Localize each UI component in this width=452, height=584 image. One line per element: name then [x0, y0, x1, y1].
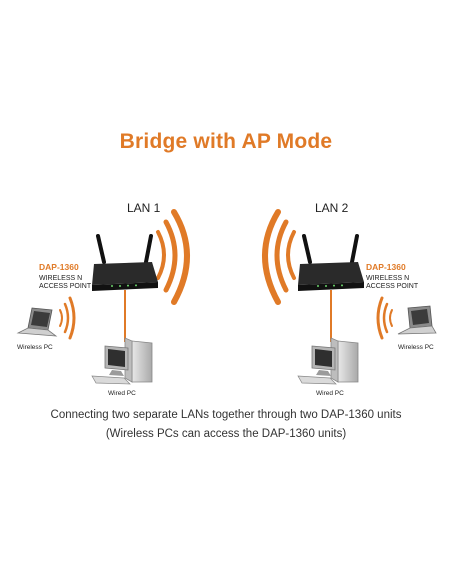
right-wireless-pc-label: Wireless PC	[398, 344, 434, 351]
left-wireless-pc-signal-icon	[59, 296, 76, 340]
left-device-desc-line1: WIRELESS N	[39, 275, 82, 282]
page-title: Bridge with AP Mode	[119, 130, 333, 153]
left-wireless-pc-label: Wireless PC	[17, 344, 53, 351]
left-wireless-pc-icon	[16, 307, 58, 337]
right-wireless-pc-icon	[397, 305, 437, 335]
left-device-model: DAP-1360	[39, 262, 79, 272]
right-device-model: DAP-1360	[366, 262, 406, 272]
left-device-desc-line2: ACCESS POINT	[39, 283, 92, 290]
caption-line-2: (Wireless PCs can access the DAP-1360 un…	[105, 428, 347, 440]
right-wireless-pc-signal-icon	[376, 296, 393, 340]
left-router-icon	[92, 234, 158, 291]
right-device-desc-line2: ACCESS POINT	[366, 283, 419, 290]
right-wired-pc-icon	[297, 337, 359, 385]
left-wired-pc-icon	[91, 337, 153, 385]
lan-left-label: LAN 1	[127, 201, 161, 215]
right-device-desc-line1: WIRELESS N	[366, 275, 409, 282]
lan-right-label: LAN 2	[315, 201, 349, 215]
left-wired-pc-label: Wired PC	[108, 390, 136, 397]
right-wired-pc-label: Wired PC	[316, 390, 344, 397]
right-router-signal-icon	[262, 209, 296, 305]
left-router-signal-icon	[156, 209, 190, 305]
right-router-icon	[298, 234, 364, 291]
caption-line-1: Connecting two separate LANs together th…	[50, 409, 402, 421]
